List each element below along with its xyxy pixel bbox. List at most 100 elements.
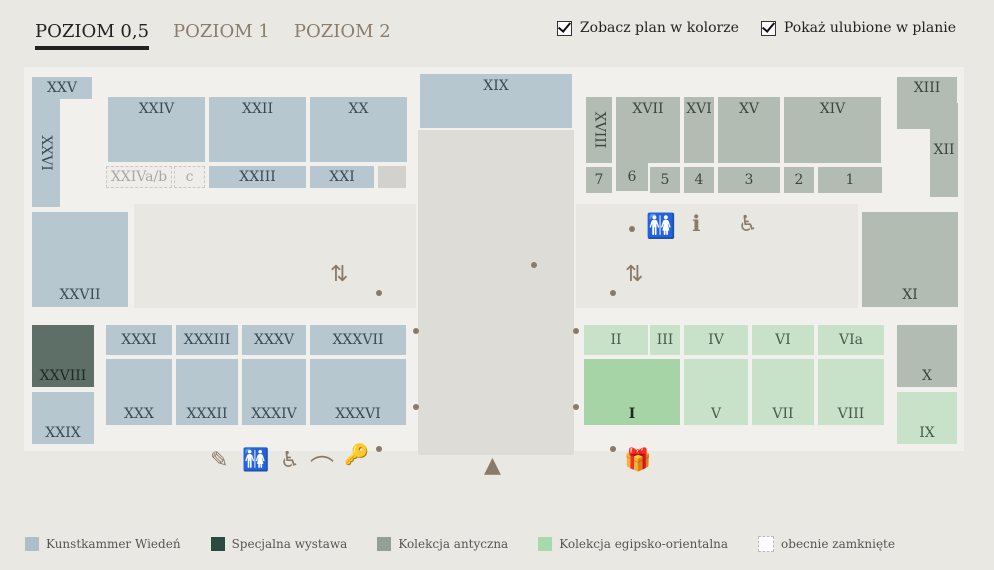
room-2[interactable]: 2 bbox=[784, 167, 814, 193]
legend-item-egyptian: Kolekcja egipsko-orientalna bbox=[538, 536, 728, 552]
room-xxxv[interactable]: XXXV bbox=[242, 325, 306, 355]
tab-level-1[interactable]: POZIOM 1 bbox=[173, 21, 270, 42]
central-staircase-area bbox=[418, 130, 574, 455]
legend-swatch bbox=[377, 537, 392, 551]
restroom-icon[interactable]: 🚻 bbox=[242, 448, 270, 473]
elevator-icon[interactable]: ⇅ bbox=[625, 262, 644, 287]
room-xxxiii[interactable]: XXXIII bbox=[176, 325, 238, 355]
room-xxvii[interactable]: XXVII bbox=[32, 212, 128, 307]
wardrobe-icon[interactable]: ⌒ bbox=[310, 454, 334, 482]
shop-point bbox=[573, 404, 579, 410]
legend-swatch bbox=[25, 537, 39, 551]
favorites-label: Pokaż ulubione w planie bbox=[783, 20, 956, 36]
room-iii[interactable]: III bbox=[650, 325, 680, 355]
room-7[interactable]: 7 bbox=[586, 167, 612, 193]
legend-item-kunstkammer: Kunstkammer Wiedeń bbox=[25, 536, 181, 552]
room-1[interactable]: 1 bbox=[818, 167, 882, 193]
room-ii[interactable]: II bbox=[584, 325, 648, 355]
room-xxv[interactable]: XXV bbox=[32, 77, 92, 99]
room-xxxiv[interactable]: XXXIV bbox=[242, 359, 306, 425]
info-icon[interactable]: ℹ bbox=[692, 212, 701, 237]
room-via[interactable]: VIa bbox=[818, 325, 884, 355]
room-x[interactable]: X bbox=[897, 325, 957, 387]
room-xi[interactable]: XI bbox=[862, 212, 958, 307]
legend-label: obecnie zamknięte bbox=[781, 537, 895, 551]
room-vii[interactable]: VII bbox=[752, 359, 814, 425]
room-xxiii[interactable]: XXIII bbox=[209, 166, 306, 188]
wardrobe-point bbox=[413, 404, 419, 410]
gift-icon[interactable]: 🎁 bbox=[624, 448, 652, 473]
legend-label: Kolekcja antyczna bbox=[398, 537, 509, 551]
color-label: Zobacz plan w kolorze bbox=[579, 20, 739, 36]
wardrobe-marker bbox=[376, 446, 382, 452]
shop-marker bbox=[610, 446, 616, 452]
room-xviii[interactable]: XVIII bbox=[586, 97, 612, 163]
locker-icon[interactable]: 🔑 bbox=[344, 442, 369, 466]
legend: Kunstkammer Wiedeń Specjalna wystawa Kol… bbox=[25, 536, 895, 552]
room-xxivab[interactable]: XXIVa/b bbox=[106, 166, 172, 188]
room-xiii[interactable]: XIII bbox=[897, 77, 957, 99]
restroom-icon[interactable]: 🚻 bbox=[646, 212, 676, 240]
room-xvi[interactable]: XVI bbox=[684, 97, 714, 163]
room-xxiv[interactable]: XXIV bbox=[108, 97, 205, 162]
room-xviii-label: XVIII bbox=[591, 111, 608, 149]
elevator-left-marker bbox=[376, 290, 382, 296]
room-xxix[interactable]: XXIX bbox=[32, 392, 94, 444]
room-xvii[interactable]: XVII bbox=[616, 97, 680, 163]
elevator-right-point bbox=[573, 328, 579, 334]
elevator-right-marker bbox=[610, 290, 616, 296]
elevator-left-point bbox=[413, 328, 419, 334]
room-xxvi-label: XXVI bbox=[38, 135, 55, 171]
room-viii[interactable]: VIII bbox=[818, 359, 884, 425]
courtyard-right bbox=[576, 204, 858, 308]
room-xxi[interactable]: XXI bbox=[310, 166, 374, 188]
legend-label: Kunstkammer Wiedeń bbox=[46, 537, 181, 551]
tab-level-0-5[interactable]: POZIOM 0,5 bbox=[35, 20, 150, 50]
entrance-icon[interactable]: ▲ bbox=[484, 453, 501, 478]
room-xxxi[interactable]: XXXI bbox=[106, 325, 172, 355]
room-xxxii[interactable]: XXXII bbox=[176, 359, 238, 425]
room-xiv[interactable]: XIV bbox=[784, 97, 881, 163]
wheelchair-icon[interactable]: ♿ bbox=[280, 448, 300, 473]
favorites-checkbox[interactable] bbox=[760, 20, 776, 36]
room-xix[interactable]: XIX bbox=[420, 74, 572, 128]
favorites-toggle[interactable]: Pokaż ulubione w planie bbox=[760, 20, 956, 36]
room-xxxvii[interactable]: XXXVII bbox=[310, 325, 406, 355]
plan-options: Zobacz plan w kolorze Pokaż ulubione w p… bbox=[556, 20, 956, 36]
tab-level-2[interactable]: POZIOM 2 bbox=[293, 21, 391, 42]
room-passage bbox=[378, 166, 406, 188]
services-point bbox=[531, 262, 537, 268]
room-6[interactable]: 6 bbox=[616, 163, 648, 191]
room-xiii-annex[interactable] bbox=[897, 99, 957, 129]
room-xx[interactable]: XX bbox=[310, 97, 407, 162]
room-xv[interactable]: XV bbox=[718, 97, 780, 163]
room-iv[interactable]: IV bbox=[684, 325, 748, 355]
legend-label: Kolekcja egipsko-orientalna bbox=[559, 537, 729, 551]
room-3[interactable]: 3 bbox=[718, 167, 780, 193]
room-xxxvi[interactable]: XXXVI bbox=[310, 359, 406, 425]
room-xxx[interactable]: XXX bbox=[106, 359, 172, 425]
room-xxviii[interactable]: XXVIII bbox=[32, 325, 94, 387]
room-i[interactable]: I bbox=[584, 359, 680, 425]
room-ix[interactable]: IX bbox=[897, 392, 957, 444]
room-c[interactable]: c bbox=[174, 166, 205, 188]
room-xxvi[interactable]: XXVI bbox=[32, 99, 60, 207]
color-checkbox[interactable] bbox=[556, 20, 572, 36]
elevator-icon[interactable]: ⇅ bbox=[330, 262, 349, 287]
room-5[interactable]: 5 bbox=[650, 167, 680, 193]
legend-item-closed: obecnie zamknięte bbox=[758, 536, 895, 552]
room-vi[interactable]: VI bbox=[752, 325, 814, 355]
pencil-icon[interactable]: ✎ bbox=[210, 448, 229, 473]
legend-swatch bbox=[758, 536, 775, 552]
courtyard-left bbox=[134, 204, 416, 308]
room-xxii[interactable]: XXII bbox=[209, 97, 306, 162]
wheelchair-icon[interactable]: ♿ bbox=[738, 212, 758, 237]
legend-item-antique: Kolekcja antyczna bbox=[377, 536, 508, 552]
legend-swatch bbox=[210, 537, 225, 551]
services-marker bbox=[629, 226, 635, 232]
legend-item-special: Specjalna wystawa bbox=[210, 536, 347, 552]
room-4[interactable]: 4 bbox=[684, 167, 714, 193]
color-plan-toggle[interactable]: Zobacz plan w kolorze bbox=[556, 20, 739, 36]
room-v[interactable]: V bbox=[684, 359, 748, 425]
level-tabs: POZIOM 0,5 POZIOM 1 POZIOM 2 bbox=[35, 20, 391, 50]
